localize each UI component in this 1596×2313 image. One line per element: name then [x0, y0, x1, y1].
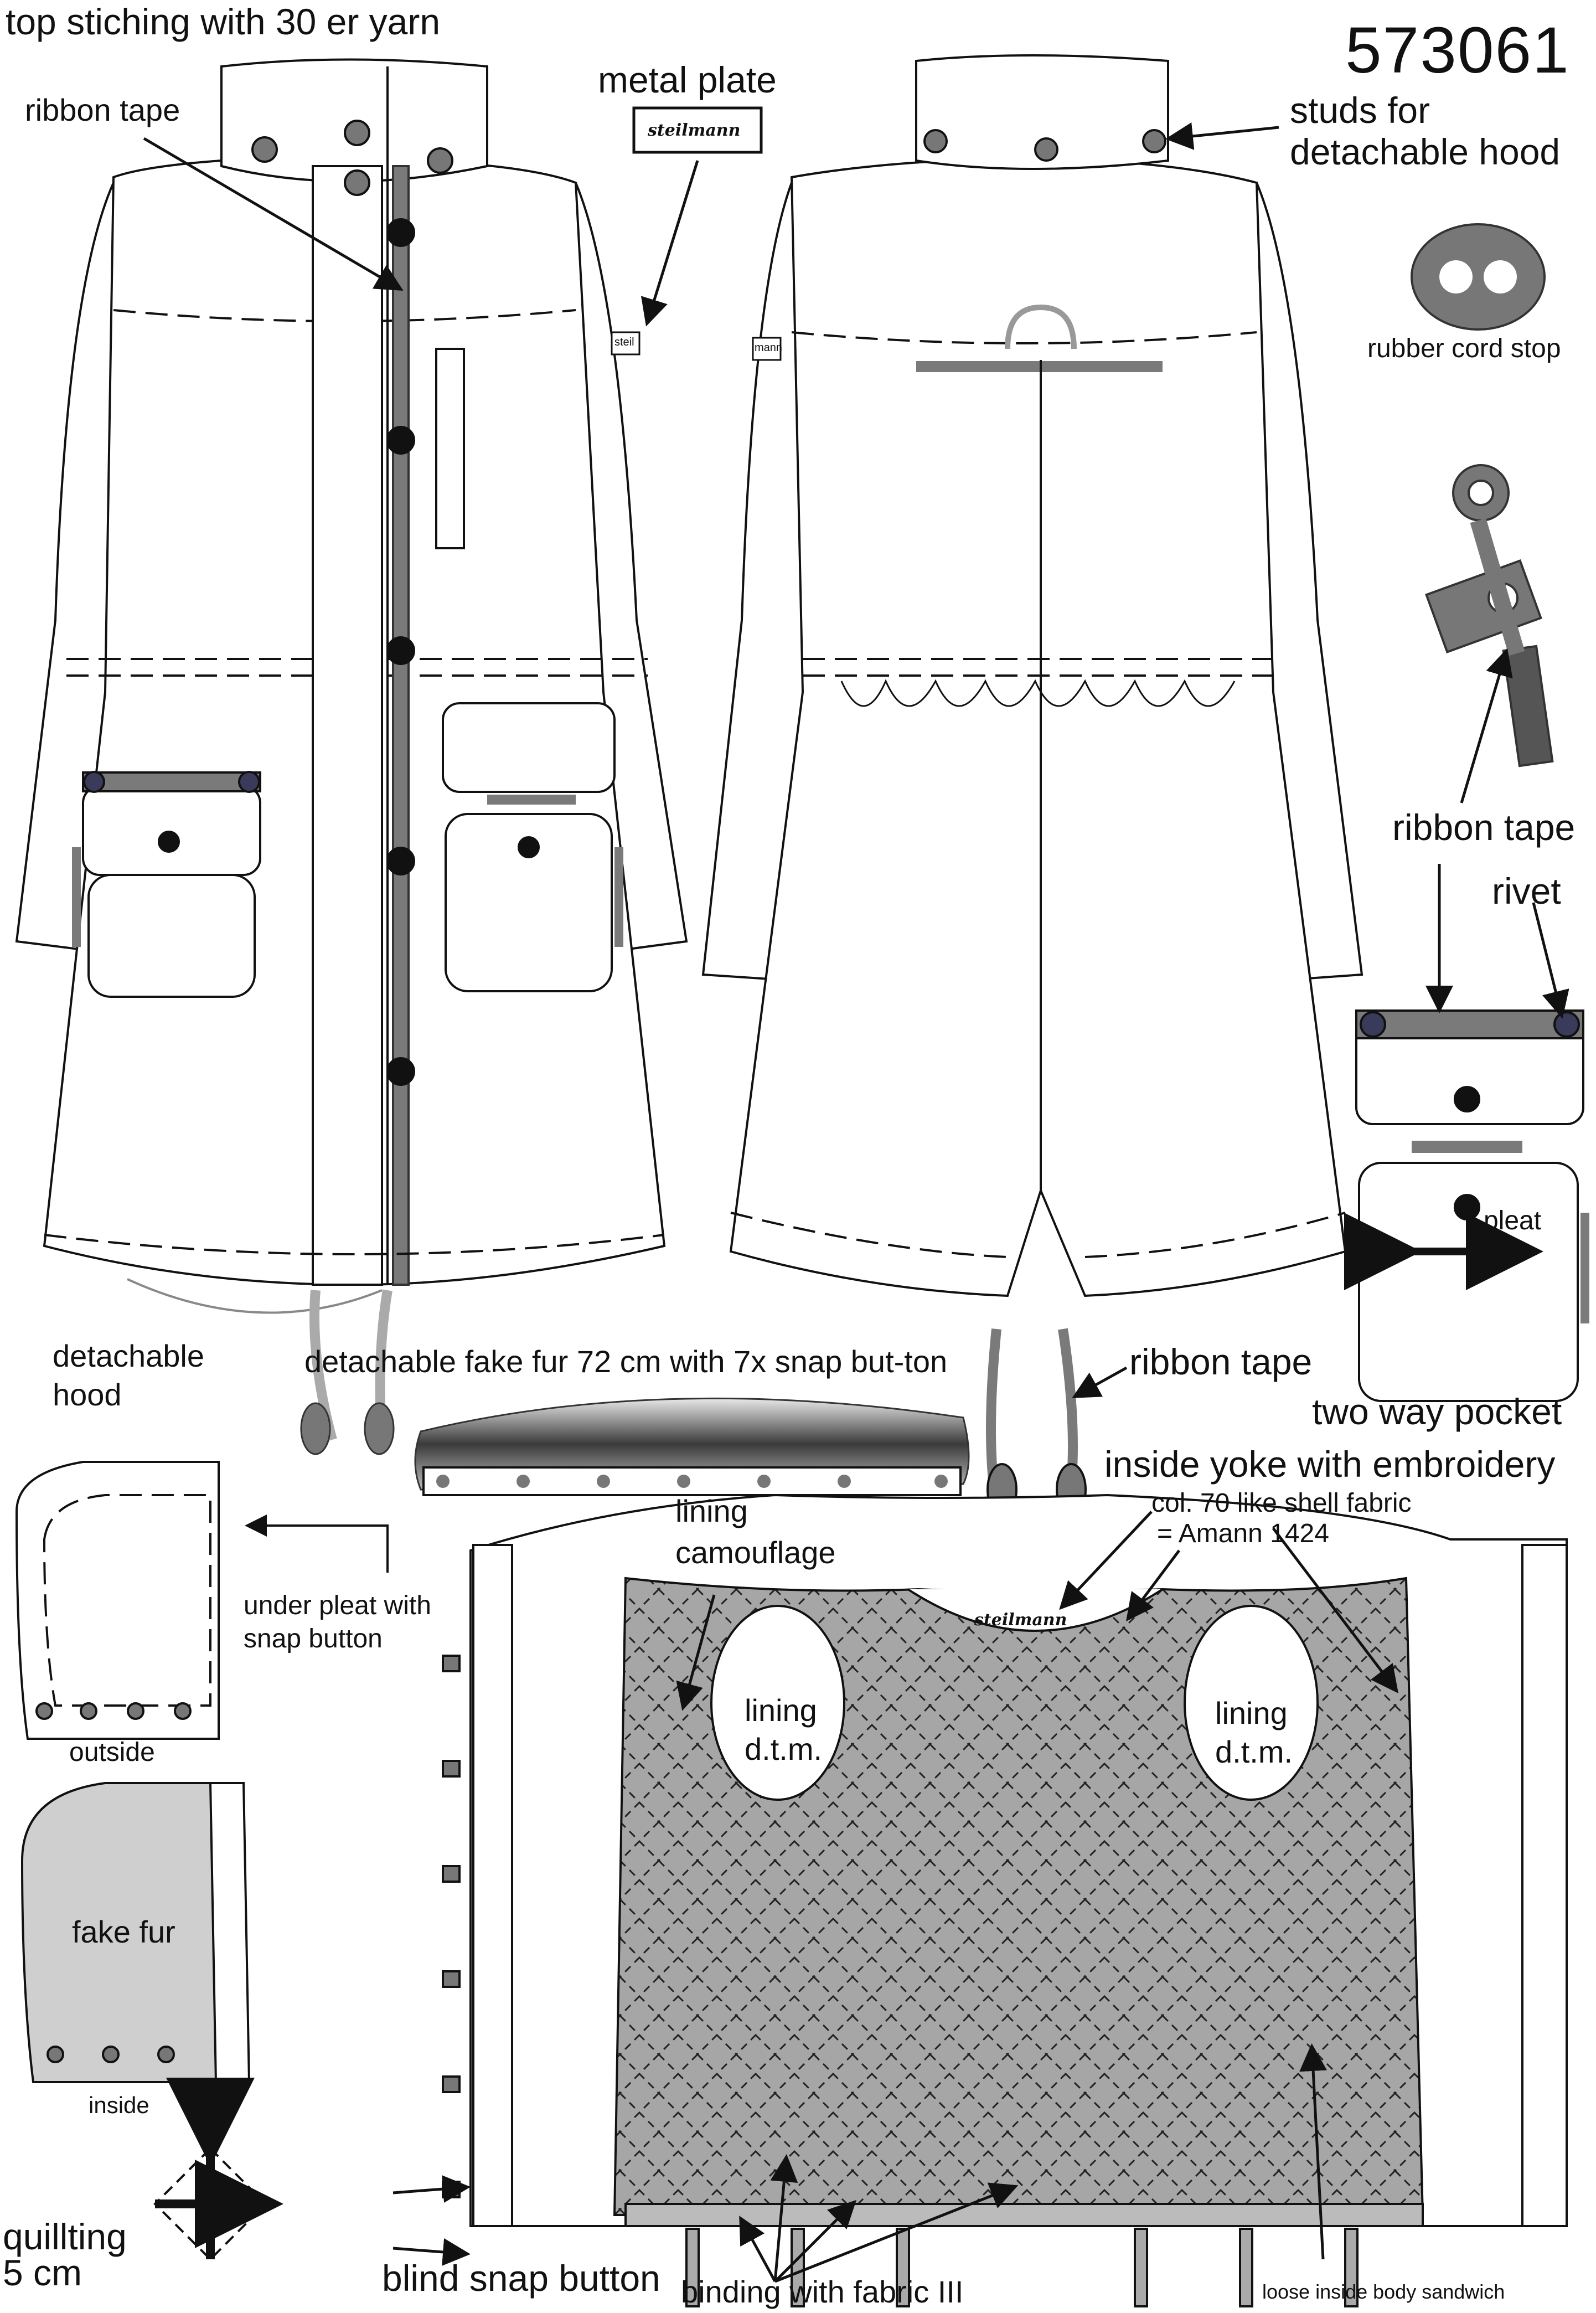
label-under-pleat-line2: snap button [244, 1624, 383, 1653]
front-hem-drape [127, 1278, 383, 1314]
inside-right-lining-dtm [1184, 1605, 1319, 1801]
label-rubber-cord-stop: rubber cord stop [1367, 334, 1561, 363]
fake-fur-collar-graphic [414, 1397, 970, 1496]
label-rivet: rivet [1492, 870, 1561, 911]
label-col-line2: = Amann 1424 [1157, 1519, 1329, 1548]
label-outside: outside [69, 1738, 155, 1767]
metal-plate-graphic [632, 106, 763, 154]
label-lining-camo-line2: camouflage [675, 1535, 836, 1570]
hood-outside-graphic [15, 1461, 389, 1740]
back-body [729, 156, 1347, 1297]
label-quilting-line2: 5 cm [3, 2252, 82, 2293]
badge-back-text: mann [755, 342, 783, 354]
label-two-way-pocket: two way pocket [1312, 1391, 1562, 1432]
inside-view [442, 1493, 1568, 2307]
label-binding: binding with fabric III [681, 2274, 964, 2309]
front-left-pocket-flap [82, 785, 261, 876]
toggle-detail [1425, 464, 1554, 767]
label-top-stitching: top stiching with 30 er yarn [6, 1, 441, 42]
label-lining-camo-line1: lining [675, 1493, 748, 1528]
front-left-pocket-rivet-tape [82, 771, 261, 792]
badge-front-text: steil [614, 336, 634, 348]
front-right-pocket-bag [445, 813, 613, 992]
article-number: 573061 [1345, 14, 1570, 87]
back-waist-channel [803, 658, 1273, 677]
front-drawcords [300, 1289, 395, 1455]
front-buttons [386, 218, 415, 1086]
label-metal-plate: metal plate [598, 59, 777, 100]
inside-placket-snaps [442, 1655, 461, 2198]
label-ribbon-tape-front: ribbon tape [25, 92, 180, 127]
label-lining-dtm-right-2: d.t.m. [1215, 1734, 1293, 1769]
label-lining-dtm-left-2: d.t.m. [745, 1732, 823, 1766]
label-detachable-hood-line1: detachable [53, 1338, 205, 1373]
leader-arrows [143, 122, 1569, 2283]
hood-inside-graphic [20, 1782, 251, 2083]
label-fake-fur-collar: detachable fake fur 72 cm with 7x snap b… [304, 1344, 948, 1379]
front-view [15, 58, 688, 1314]
sleeve-badge-front [611, 331, 641, 356]
quilting-diamond [155, 2149, 266, 2259]
label-under-pleat-line1: under pleat with [244, 1591, 431, 1620]
label-quilting-line1: quillting [3, 2216, 127, 2257]
label-lining-dtm-right-1: lining [1215, 1696, 1288, 1730]
label-loose-inside: loose inside body sandwich [1262, 2280, 1505, 2303]
label-lining-dtm-left-1: lining [745, 1693, 817, 1728]
label-col-line1: col. 70 like shell fabric [1151, 1488, 1412, 1518]
rivet-pocket-detail [1355, 1009, 1584, 1125]
back-left-sleeve [701, 182, 815, 982]
back-view [701, 54, 1363, 1516]
back-hanger-loop [1005, 304, 1077, 349]
label-inside: inside [89, 2092, 149, 2118]
label-studs-line2: detachable hood [1290, 131, 1561, 172]
rubber-cord-stop-graphic [1411, 223, 1546, 331]
sleeve-badge-back [752, 337, 782, 361]
front-chest-pocket [435, 348, 465, 549]
back-yoke-line [791, 331, 1257, 344]
two-way-pocket-detail [1344, 1141, 1589, 1402]
label-ribbon-tape-back: ribbon tape [1129, 1341, 1313, 1382]
label-pleat: pleat [1484, 1206, 1542, 1235]
yoke-embroidery-text: steilmann [974, 1610, 1067, 1630]
front-placket [312, 165, 383, 1286]
label-ribbon-tape-detail: ribbon tape [1392, 807, 1576, 848]
metal-plate-text: steilmann [648, 121, 741, 140]
front-right-pocket-flap [442, 702, 616, 793]
front-left-pocket-bag [87, 874, 256, 998]
label-detachable-hood-line2: hood [53, 1377, 122, 1412]
inside-left-lining-dtm [710, 1605, 845, 1801]
back-gathers [840, 679, 1236, 707]
label-inside-yoke: inside yoke with embroidery [1104, 1444, 1556, 1485]
front-ribbon-tape-stripe [392, 165, 410, 1286]
label-fake-fur: fake fur [72, 1914, 175, 1949]
back-collar [915, 54, 1169, 170]
label-blind-snap-button: blind snap button [382, 2258, 660, 2299]
inside-bottom-bindings [685, 2228, 1359, 2307]
label-studs-line1: studs for [1290, 90, 1430, 131]
